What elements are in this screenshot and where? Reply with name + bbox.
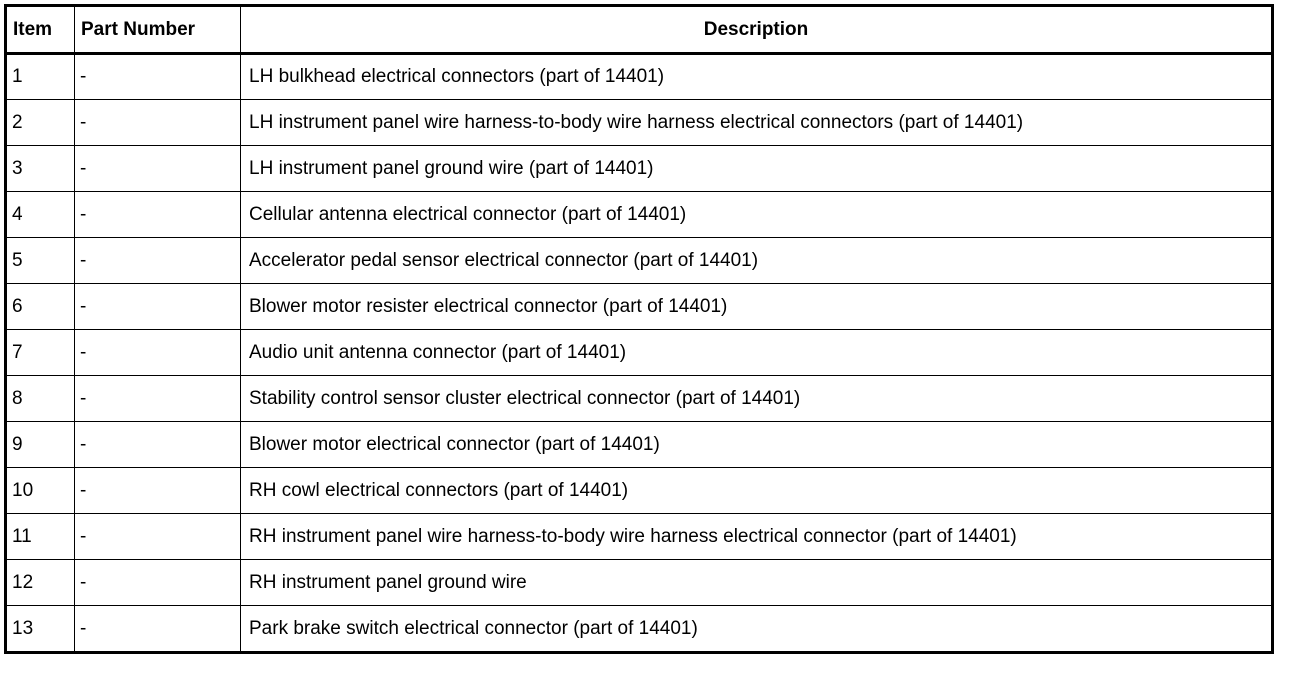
cell-part-number: -	[74, 237, 241, 284]
cell-item: 7	[5, 329, 75, 376]
cell-part-number: -	[74, 513, 241, 560]
table-header-row: Item Part Number Description	[5, 5, 1273, 55]
table-row: 9-Blower motor electrical connector (par…	[5, 421, 1273, 468]
cell-item: 2	[5, 99, 75, 146]
cell-item: 13	[5, 605, 75, 653]
cell-description: RH instrument panel wire harness-to-body…	[240, 513, 1273, 560]
column-header-item: Item	[5, 5, 75, 55]
cell-item: 10	[5, 467, 75, 514]
column-header-description: Description	[240, 5, 1273, 55]
cell-description: Audio unit antenna connector (part of 14…	[240, 329, 1273, 376]
table-row: 5-Accelerator pedal sensor electrical co…	[5, 237, 1273, 284]
cell-item: 4	[5, 191, 75, 238]
cell-description: RH cowl electrical connectors (part of 1…	[240, 467, 1273, 514]
cell-item: 9	[5, 421, 75, 468]
cell-description: RH instrument panel ground wire	[240, 559, 1273, 606]
cell-item: 3	[5, 145, 75, 192]
cell-item: 8	[5, 375, 75, 422]
cell-description: Blower motor electrical connector (part …	[240, 421, 1273, 468]
cell-part-number: -	[74, 375, 241, 422]
cell-part-number: -	[74, 191, 241, 238]
cell-part-number: -	[74, 53, 241, 100]
cell-part-number: -	[74, 467, 241, 514]
table-body: 1-LH bulkhead electrical connectors (par…	[5, 53, 1273, 653]
cell-description: Cellular antenna electrical connector (p…	[240, 191, 1273, 238]
table-row: 13-Park brake switch electrical connecto…	[5, 605, 1273, 653]
cell-part-number: -	[74, 283, 241, 330]
cell-description: LH instrument panel wire harness-to-body…	[240, 99, 1273, 146]
cell-part-number: -	[74, 329, 241, 376]
cell-description: LH bulkhead electrical connectors (part …	[240, 53, 1273, 100]
table-row: 7-Audio unit antenna connector (part of …	[5, 329, 1273, 376]
cell-item: 1	[5, 53, 75, 100]
cell-description: Accelerator pedal sensor electrical conn…	[240, 237, 1273, 284]
cell-item: 12	[5, 559, 75, 606]
cell-part-number: -	[74, 559, 241, 606]
column-header-part-number: Part Number	[74, 5, 241, 55]
table-row: 10-RH cowl electrical connectors (part o…	[5, 467, 1273, 514]
cell-description: Stability control sensor cluster electri…	[240, 375, 1273, 422]
table-header: Item Part Number Description	[5, 5, 1273, 55]
cell-description: LH instrument panel ground wire (part of…	[240, 145, 1273, 192]
table-row: 8-Stability control sensor cluster elect…	[5, 375, 1273, 422]
table-row: 6-Blower motor resister electrical conne…	[5, 283, 1273, 330]
table-row: 1-LH bulkhead electrical connectors (par…	[5, 53, 1273, 100]
cell-part-number: -	[74, 99, 241, 146]
table-row: 2-LH instrument panel wire harness-to-bo…	[5, 99, 1273, 146]
cell-item: 6	[5, 283, 75, 330]
parts-legend-table: Item Part Number Description 1-LH bulkhe…	[4, 4, 1274, 654]
table-row: 3-LH instrument panel ground wire (part …	[5, 145, 1273, 192]
cell-part-number: -	[74, 421, 241, 468]
cell-item: 5	[5, 237, 75, 284]
cell-description: Park brake switch electrical connector (…	[240, 605, 1273, 653]
cell-part-number: -	[74, 145, 241, 192]
cell-part-number: -	[74, 605, 241, 653]
table-row: 4-Cellular antenna electrical connector …	[5, 191, 1273, 238]
cell-description: Blower motor resister electrical connect…	[240, 283, 1273, 330]
table-row: 11-RH instrument panel wire harness-to-b…	[5, 513, 1273, 560]
cell-item: 11	[5, 513, 75, 560]
table-row: 12-RH instrument panel ground wire	[5, 559, 1273, 606]
